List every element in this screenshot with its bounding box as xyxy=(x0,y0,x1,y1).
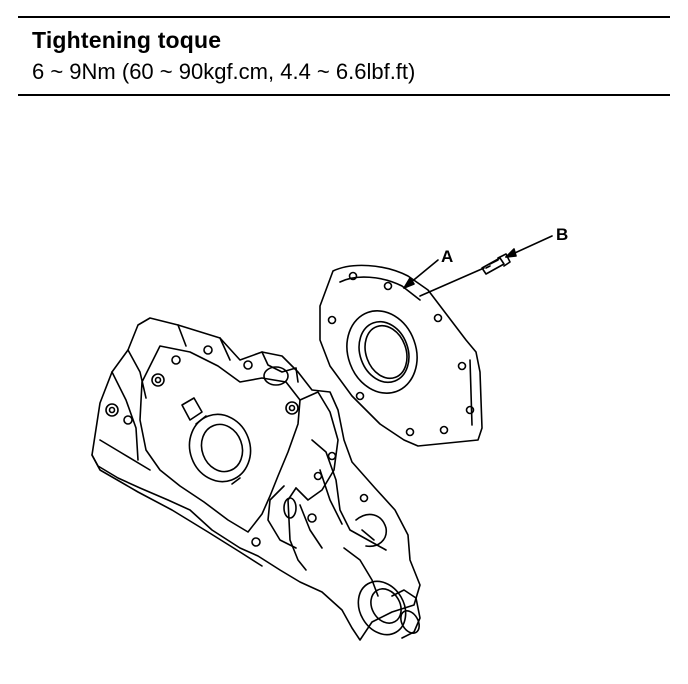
oil-seal-case-plate xyxy=(319,264,483,447)
callout-b-label: B xyxy=(556,225,568,244)
front-case-housing xyxy=(91,317,421,641)
callout-a: A xyxy=(403,247,453,289)
spec-title: Tightening toque xyxy=(32,27,222,53)
spec-value: 6 ~ 9Nm (60 ~ 90kgf.cm, 4.4 ~ 6.6lbf.ft) xyxy=(32,59,416,84)
crank-pulley xyxy=(357,580,421,639)
callout-b: B xyxy=(505,225,568,258)
torque-spec-box: Tightening toque 6 ~ 9Nm (60 ~ 90kgf.cm,… xyxy=(18,16,670,96)
callout-a-extension xyxy=(419,267,485,297)
oil-pump-body xyxy=(267,391,388,597)
callout-a-label: A xyxy=(441,247,453,266)
bolt xyxy=(481,253,511,275)
